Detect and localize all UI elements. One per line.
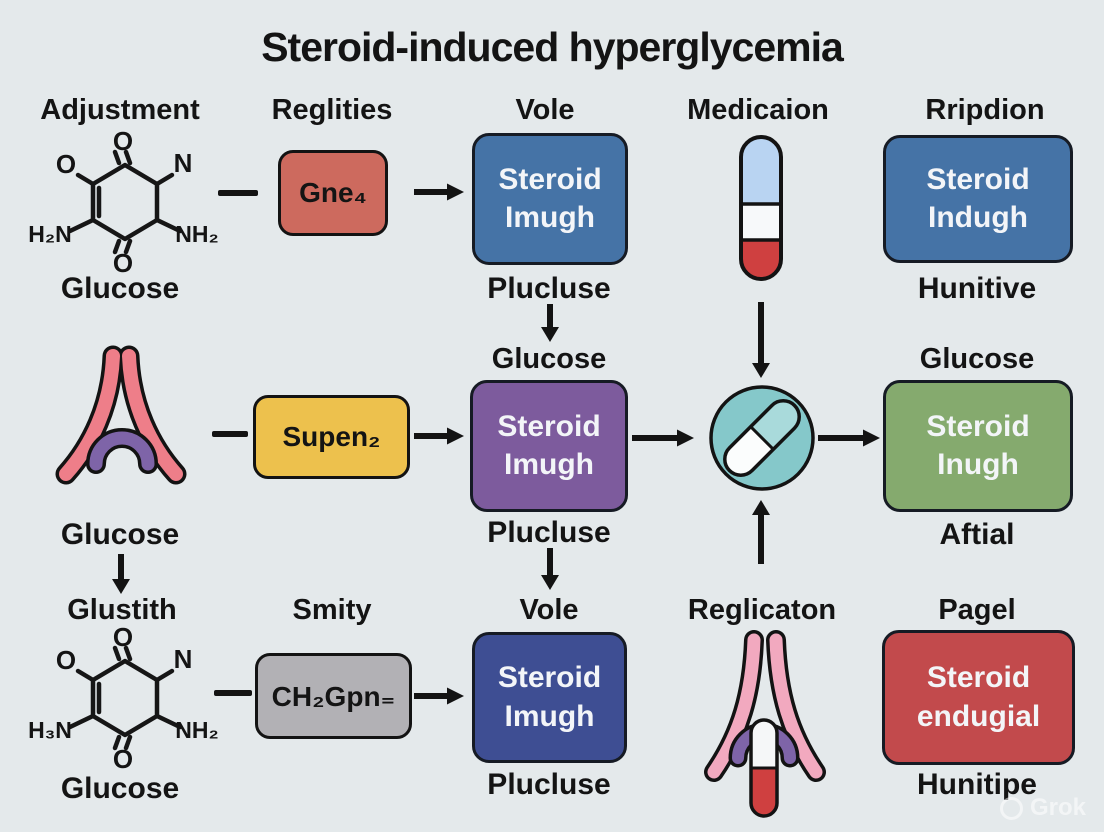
process-box-steroid-imugh-row1: Steroid Imugh	[472, 133, 628, 265]
enzyme-label: Supen₂	[282, 421, 381, 452]
atom-label-amine-left: H₂N	[28, 221, 71, 247]
column-header-medicaion: Medicaion	[687, 94, 829, 126]
enzyme-box-gne4: Gne₄	[278, 150, 388, 236]
process-box-steroid-endugial: Steroid endugial	[882, 630, 1075, 765]
box-line2: Imugh	[504, 699, 595, 733]
caption-hunitipe: Hunitipe	[917, 768, 1037, 801]
column-header-vole: Vole	[515, 94, 575, 126]
column-header-rripdion: Rripdion	[925, 94, 1045, 126]
connector-line	[212, 431, 248, 437]
connector-line	[218, 190, 258, 196]
process-box-steroid-inugh: Steroid Inugh	[883, 380, 1073, 512]
atom-label-n-right: N	[174, 148, 193, 178]
pill-circle-icon	[709, 385, 815, 491]
box-line1: Steroid	[926, 162, 1030, 196]
caption-aftial: Aftial	[939, 518, 1015, 551]
caption-glucose-row2-left: Glucose	[60, 518, 180, 551]
arrow-right-icon	[414, 687, 464, 705]
arrow-down-icon	[541, 304, 559, 342]
caption-plucluse-row1: Plucluse	[487, 272, 611, 305]
receptor-capsule-icon	[704, 630, 826, 818]
box-line2: Imugh	[504, 448, 594, 481]
atom-label-o-top: O	[113, 126, 133, 156]
enzyme-box-ch2gpn: CH₂Gpn₌	[255, 653, 412, 739]
heading-vole-row3: Vole	[519, 594, 579, 626]
process-box-steroid-indugh: Steroid Indugh	[883, 135, 1073, 263]
box-line2: Inugh	[937, 448, 1019, 481]
connector-line	[214, 690, 252, 696]
glucose-molecule-structure-row3: O O O N H₃N NH₂	[28, 622, 219, 772]
process-box-steroid-imugh-row2: Steroid Imugh	[470, 380, 628, 512]
heading-reglicaton: Reglicaton	[687, 594, 837, 626]
capsule-icon	[739, 135, 783, 281]
box-line1: Steroid	[926, 661, 1031, 695]
structure-caption-row3: Glucose	[60, 772, 180, 805]
caption-plucluse-row2: Plucluse	[487, 516, 611, 549]
arrow-right-icon	[414, 183, 464, 201]
box-line1: Steroid	[497, 661, 602, 695]
atom-label-amine-right: NH₂	[175, 221, 218, 247]
box-line2: endugial	[916, 699, 1041, 733]
arrow-down-icon	[112, 554, 130, 594]
arrow-right-icon	[818, 429, 880, 447]
arrow-down-icon	[541, 548, 559, 590]
box-line1: Steroid	[498, 162, 602, 196]
atom-label-amine-right: NH₂	[175, 717, 218, 743]
atom-label-o-bottom: O	[113, 248, 133, 276]
heading-glustith: Glustith	[67, 594, 177, 626]
arrow-up-icon	[752, 500, 770, 564]
arrow-right-icon	[414, 427, 464, 445]
watermark: Grok	[999, 794, 1086, 822]
box-line1: Steroid	[926, 409, 1030, 443]
enzyme-label: Gne₄	[299, 177, 367, 208]
atom-label-o-left: O	[56, 149, 76, 179]
caption-hunitive: Hunitive	[917, 272, 1037, 305]
heading-smity: Smity	[292, 594, 372, 626]
process-box-steroid-imugh-row3: Steroid Imugh	[472, 632, 627, 763]
column-header-reglities: Reglities	[271, 94, 393, 126]
box-line1: Steroid	[497, 409, 601, 443]
atom-label-o-left: O	[56, 645, 76, 675]
column-header-adjustment: Adjustment	[40, 94, 200, 126]
atom-label-o-top: O	[113, 622, 133, 652]
heading-glucose-right: Glucose	[919, 343, 1035, 375]
watermark-logo-icon	[999, 796, 1023, 820]
receptor-bands-icon	[55, 345, 187, 485]
atom-label-o-bottom: O	[113, 744, 133, 772]
heading-glucose-center: Glucose	[491, 343, 607, 375]
atom-label-n-right: N	[174, 644, 193, 674]
heading-pagel: Pagel	[938, 594, 1016, 626]
box-line2: Imugh	[505, 201, 595, 234]
atom-label-amine-left: H₃N	[28, 717, 72, 743]
page-title: Steroid-induced hyperglycemia	[261, 24, 844, 70]
enzyme-box-supen2: Supen₂	[253, 395, 410, 479]
enzyme-label: CH₂Gpn₌	[271, 680, 396, 712]
watermark-label: Grok	[1029, 794, 1086, 821]
arrow-right-icon	[632, 429, 694, 447]
arrow-down-icon	[752, 302, 770, 378]
structure-caption-row1: Glucose	[60, 272, 180, 305]
box-line2: Indugh	[928, 201, 1028, 234]
caption-plucluse-row3: Plucluse	[487, 768, 611, 801]
glucose-molecule-structure-row1: O O O N H₂N NH₂	[28, 126, 218, 276]
